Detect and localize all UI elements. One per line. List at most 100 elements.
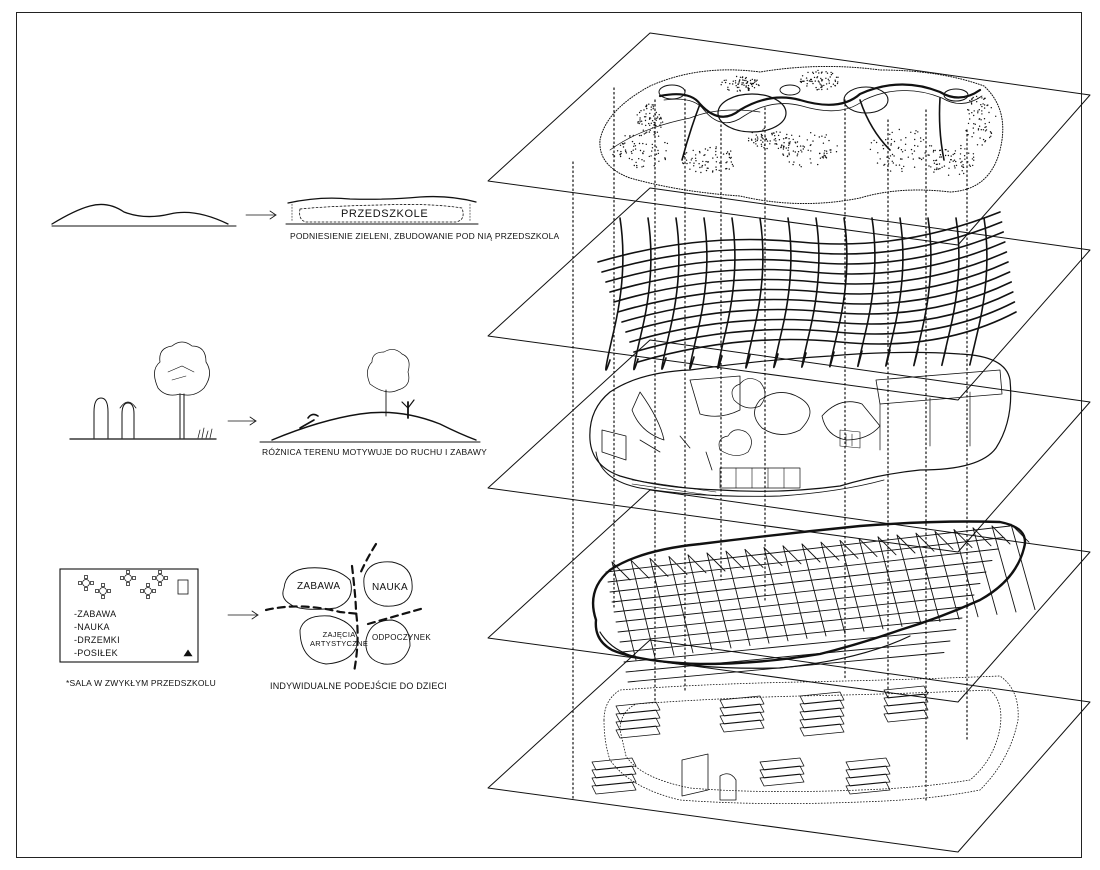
stipple-dot: [705, 160, 707, 163]
stipple-dot: [639, 119, 641, 121]
stipple-dot: [961, 170, 963, 172]
stipple-dot: [778, 139, 781, 141]
chair-symbol: [158, 582, 162, 586]
stipple-dot: [786, 133, 788, 136]
stipple-dot: [914, 132, 916, 135]
stipple-dot: [762, 129, 764, 131]
stipple-dot: [639, 121, 641, 123]
stipple-dot: [891, 153, 894, 156]
parking-spot: [799, 691, 845, 705]
stipple-dot: [977, 129, 980, 131]
stipple-dot: [646, 107, 648, 110]
stipple-dot: [666, 142, 669, 145]
stipple-dot: [757, 138, 759, 140]
roof-beam: [633, 217, 652, 371]
stipple-dot: [920, 140, 922, 143]
stipple-dot: [693, 162, 695, 164]
stipple-dot: [747, 84, 750, 87]
stipple-dot: [728, 154, 730, 156]
stipple-dot: [964, 148, 966, 150]
table-symbol: [99, 587, 107, 595]
stipple-dot: [751, 82, 753, 85]
stipple-dot: [967, 134, 969, 136]
stipple-dot: [760, 136, 763, 138]
stipple-dot: [950, 155, 952, 157]
stipple-dot: [791, 134, 793, 136]
truss-member: [687, 554, 713, 651]
classroom-plan: [59, 568, 199, 663]
stipple-dot: [920, 158, 923, 161]
stipple-dot: [984, 140, 987, 142]
stipple-dot: [890, 143, 892, 145]
stipple-dot: [971, 136, 973, 138]
stipple-dot: [636, 166, 638, 169]
stipple-dot: [748, 87, 750, 90]
stipple-dot: [720, 84, 722, 86]
stipple-dot: [886, 156, 888, 158]
stipple-dot: [977, 112, 979, 114]
stipple-dot: [917, 131, 919, 133]
stipple-dot: [625, 152, 628, 154]
stipple-dot: [690, 159, 692, 161]
stipple-dot: [738, 79, 741, 82]
stipple-dot: [638, 122, 640, 125]
stipple-dot: [754, 138, 757, 140]
stipple-dot: [685, 152, 688, 154]
stipple-dot: [937, 168, 940, 170]
roof-beam: [617, 261, 1009, 313]
stipple-dot: [990, 107, 992, 109]
stipple-dot: [761, 135, 763, 137]
stipple-dot: [621, 142, 624, 145]
parking-spot: [591, 773, 637, 787]
stipple-dot: [692, 149, 694, 152]
stipple-dot: [887, 168, 889, 171]
stipple-dot: [967, 161, 969, 163]
stipple-dot: [955, 164, 958, 167]
stipple-dot: [715, 154, 717, 156]
roof-beam: [773, 217, 792, 369]
stipple-dot: [658, 160, 660, 162]
roof-beam: [621, 271, 1011, 323]
stipple-dot: [633, 145, 635, 147]
stipple-dot: [749, 82, 752, 85]
stipple-dot: [642, 152, 644, 154]
parking-spot: [591, 781, 637, 795]
stipple-dot: [988, 111, 990, 114]
parking-spot: [719, 695, 765, 709]
stipple-dot: [806, 85, 808, 87]
stipple-dot: [715, 150, 717, 153]
parking-spot: [799, 707, 845, 721]
stipple-dot: [971, 99, 973, 101]
stipple-dot: [725, 168, 727, 170]
stipple-dot: [800, 149, 802, 151]
truss-member: [896, 534, 922, 625]
stipple-dot: [977, 128, 980, 130]
landscape-roof-layer: [599, 65, 1004, 204]
stipple-dot: [640, 120, 643, 122]
stipple-dot: [641, 123, 643, 125]
stipple-dot: [821, 80, 823, 82]
stipple-dot: [818, 88, 820, 91]
stipple-dot: [835, 151, 838, 153]
stipple-dot: [978, 118, 980, 120]
stipple-dot: [825, 83, 828, 85]
stipple-dot: [706, 167, 708, 169]
stipple-dot: [808, 80, 811, 82]
stipple-dot: [789, 143, 791, 145]
stipple-dot: [655, 124, 657, 127]
stipple-dot: [646, 131, 648, 133]
stipple-dot: [655, 119, 657, 122]
stipple-dot: [644, 119, 647, 122]
stipple-dot: [953, 165, 956, 167]
stipple-dot: [950, 159, 952, 161]
stipple-dot: [765, 138, 767, 140]
stipple-dot: [650, 109, 652, 111]
stipple-dot: [819, 157, 822, 159]
roof-beam: [857, 217, 876, 367]
stipple-dot: [812, 140, 814, 142]
stipple-dot: [752, 82, 755, 85]
parking-spot: [799, 723, 845, 737]
stipple-dot: [656, 116, 659, 118]
stipple-dot: [898, 146, 900, 149]
stipple-dot: [775, 131, 778, 133]
